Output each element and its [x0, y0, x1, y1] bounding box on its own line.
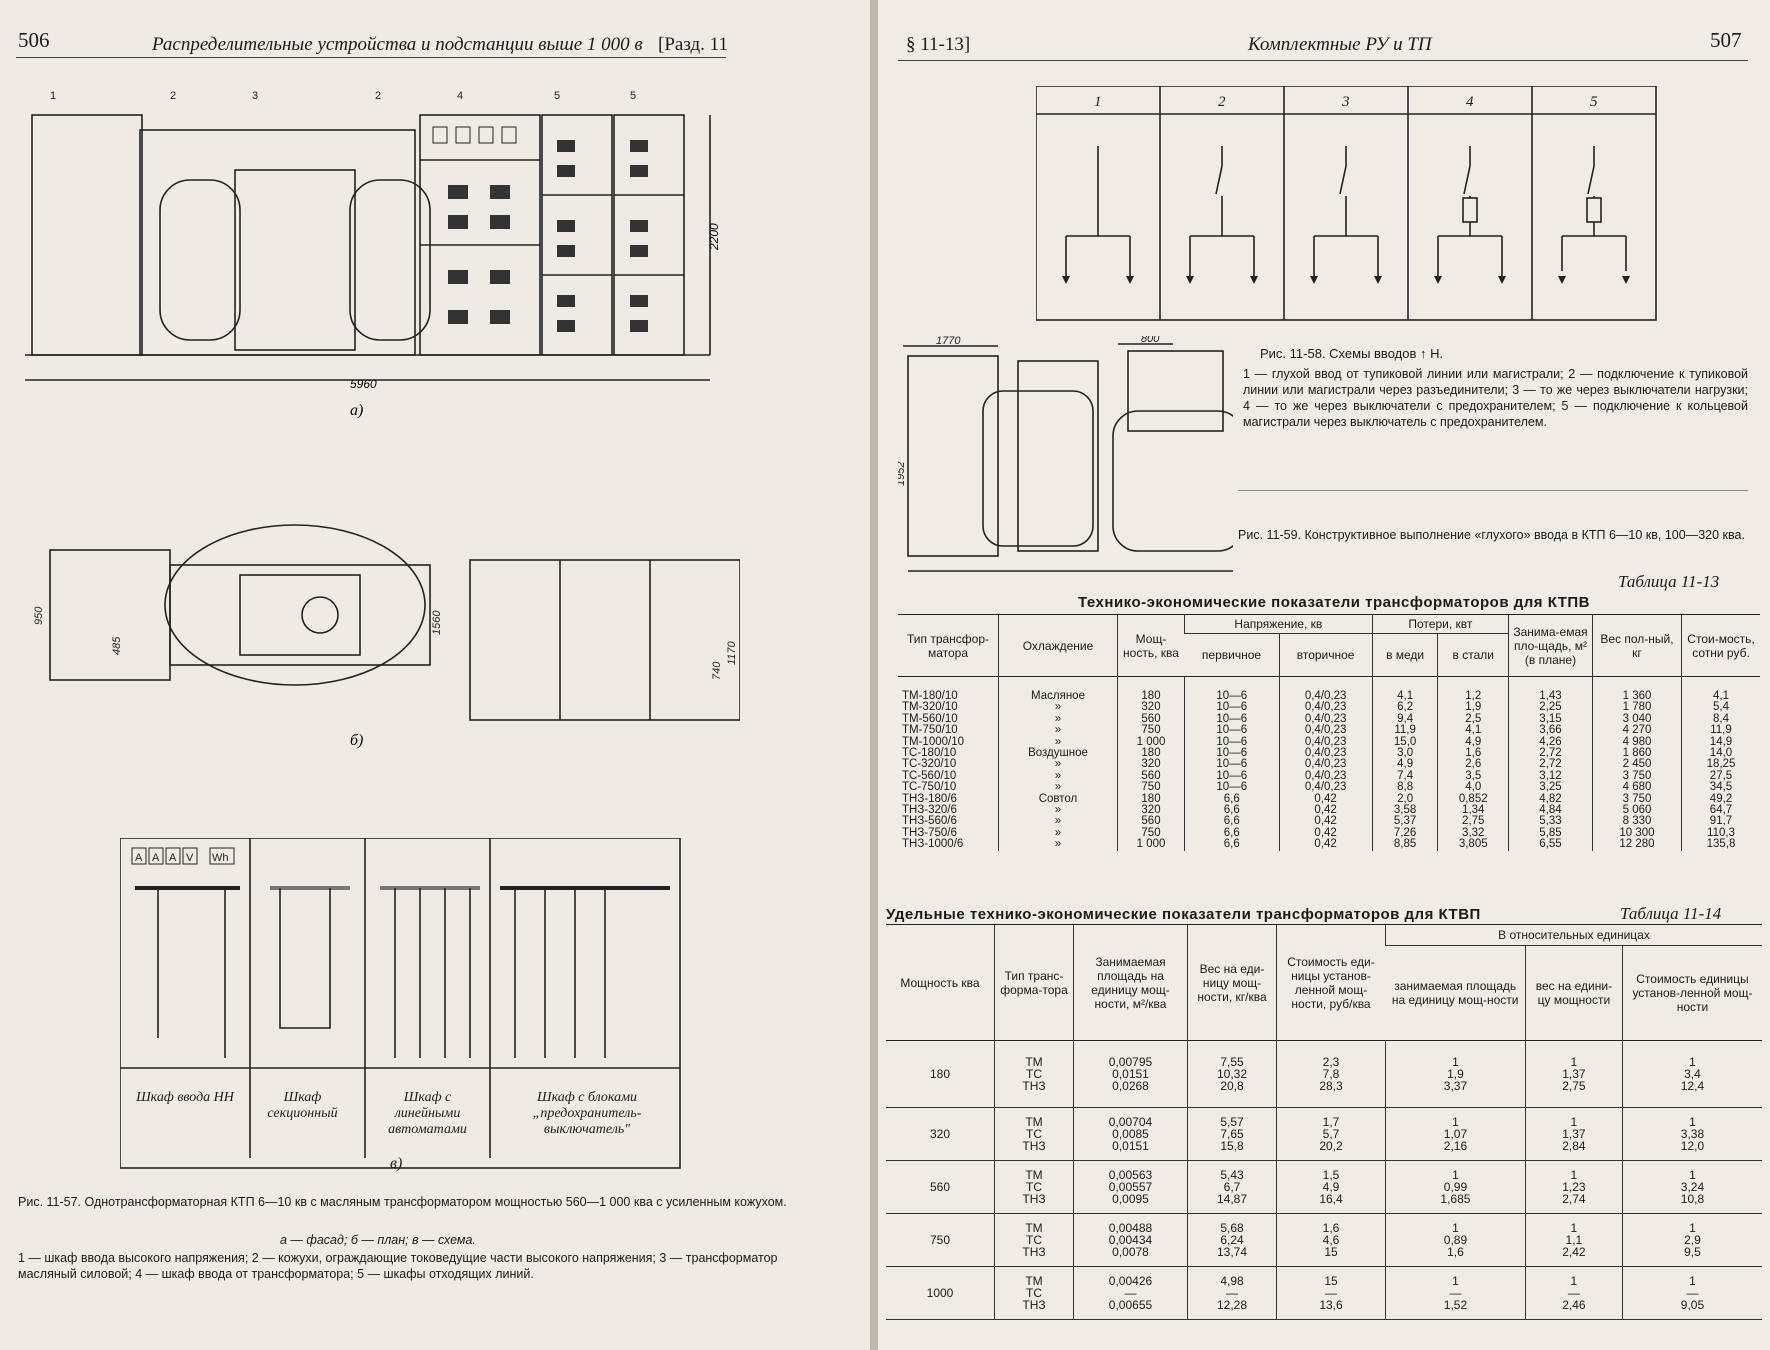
- header-rule: [16, 57, 726, 58]
- svg-text:4: 4: [1466, 94, 1474, 110]
- running-header-right: Комплектные РУ и ТП: [1248, 34, 1432, 55]
- svg-text:1770: 1770: [936, 336, 961, 347]
- left-page: 506 Распределительные устройства и подст…: [0, 0, 870, 1350]
- right-page: § 11-13] Комплектные РУ и ТП 507 1 2 3 4…: [878, 0, 1770, 1350]
- svg-text:800: 800: [1141, 336, 1160, 345]
- cabinet-label-1: Шкаф ввода НН: [136, 1090, 234, 1105]
- page-number-left: 506: [18, 28, 50, 52]
- table-14-number: Таблица 11-14: [1620, 904, 1722, 923]
- svg-text:1: 1: [50, 90, 56, 102]
- svg-text:A: A: [169, 852, 177, 864]
- svg-text:1170: 1170: [726, 640, 738, 665]
- table-14-title: Удельные технико-экономические показател…: [886, 906, 1481, 923]
- sublabel-c: в): [390, 1155, 403, 1172]
- figure-caption-59: Рис. 11-59. Конструктивное выполнение «г…: [1238, 528, 1745, 542]
- svg-text:2: 2: [170, 90, 176, 102]
- table-13-title: Технико-экономические показатели трансфо…: [1078, 594, 1590, 611]
- figure-dead-end-input: 1770 800 1952: [898, 336, 1233, 572]
- section-ref-right: § 11-13]: [906, 34, 971, 55]
- caption-divider: [1238, 490, 1748, 491]
- section-ref-left: [Разд. 11: [658, 34, 728, 55]
- svg-text:485: 485: [111, 636, 123, 655]
- svg-text:2: 2: [375, 90, 381, 102]
- svg-text:1560: 1560: [431, 610, 443, 635]
- cabinet-label-4: Шкаф с блоками „предохранитель-выключате…: [532, 1090, 642, 1137]
- svg-text:A: A: [152, 852, 160, 864]
- svg-text:1952: 1952: [898, 462, 907, 486]
- svg-text:A: A: [135, 852, 143, 864]
- dim-width: 5960: [350, 377, 377, 391]
- running-header-left: Распределительные устройства и подстанци…: [152, 34, 643, 55]
- sublabel-a: а): [350, 402, 363, 419]
- figure-caption-58-text: 1 — глухой ввод от тупиковой линии или м…: [1243, 367, 1748, 429]
- cabinet-label-2: Шкаф секционный: [267, 1090, 338, 1121]
- figure-caption-57-legend: а — фасад; б — план; в — схема.: [280, 1233, 476, 1247]
- svg-text:4: 4: [457, 90, 463, 102]
- figure-input-schemes: 1 2 3 4 5: [1036, 86, 1657, 321]
- svg-text:5: 5: [1590, 94, 1598, 110]
- svg-text:1: 1: [1094, 94, 1102, 110]
- sublabel-b: б): [350, 732, 363, 749]
- figure-caption-57-items: 1 — шкаф ввода высокого напряжения; 2 — …: [18, 1251, 778, 1281]
- figure-facade: 1 2 3 2 4 5 5 5960 2200 а): [25, 90, 721, 419]
- table-13: Тип трансфор-матора Охлаждение Мощ-ность…: [898, 614, 1760, 851]
- cabinet-label-3: Шкаф с линейными автоматами: [388, 1090, 467, 1137]
- figure-scheme: A A A V Wh: [120, 838, 681, 1169]
- svg-text:Wh: Wh: [212, 852, 229, 864]
- book-gutter: [870, 0, 878, 1350]
- table-14: Мощность ква Тип транс-форма-тора Занима…: [886, 924, 1762, 1320]
- svg-text:950: 950: [33, 606, 45, 625]
- svg-text:3: 3: [1341, 94, 1350, 110]
- figure-plan: 950 485 1560 740 1170 б): [33, 524, 740, 749]
- table-13-number: Таблица 11-13: [1618, 572, 1720, 591]
- svg-text:V: V: [186, 852, 194, 864]
- dim-height: 2200: [707, 223, 721, 251]
- figure-caption-58-title: Рис. 11-58. Схемы вводов ↑ Н.: [1260, 346, 1444, 361]
- figure-caption-57: Рис. 11-57. Однотрансформаторная КТП 6—1…: [18, 1195, 787, 1209]
- svg-text:3: 3: [252, 90, 258, 102]
- header-rule-right: [898, 60, 1748, 61]
- svg-text:2: 2: [1218, 94, 1226, 110]
- svg-text:5: 5: [630, 90, 636, 102]
- svg-text:5: 5: [554, 90, 560, 102]
- svg-text:740: 740: [711, 661, 723, 680]
- page-number-right: 507: [1710, 28, 1742, 52]
